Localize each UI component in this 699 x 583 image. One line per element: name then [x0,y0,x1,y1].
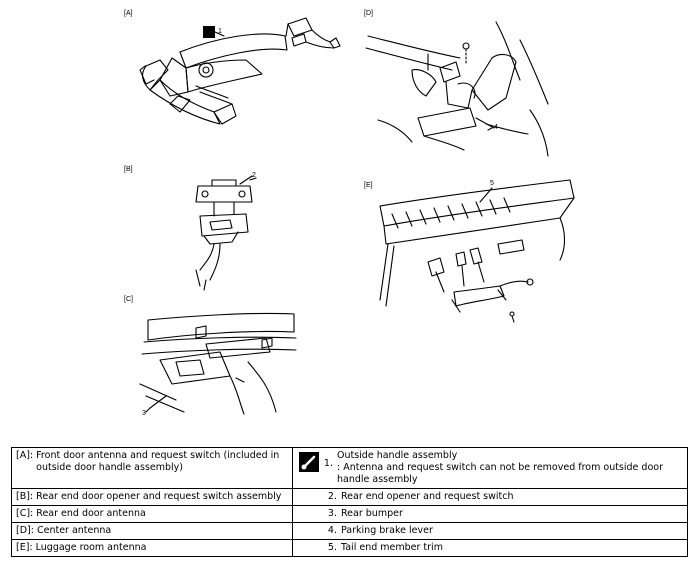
legend-right-cell: 1. Outside handle assembly : Antenna and… [292,447,688,489]
outside-handle-icon-figure [203,26,215,38]
panel-label-a: [A] [124,10,133,17]
outside-handle-icon-glyph [299,452,319,472]
legend-part-name: Outside handle assembly : Antenna and re… [337,450,663,485]
legend-description: Rear end door antenna [36,508,146,519]
center-antenna-drawing [365,21,549,157]
illustration-area: [A] [D] [B] [E] [C] 1 2 3 4 5 [124,10,575,417]
panel-label-e: [E] [364,182,373,189]
callout-4: 4 [494,124,498,131]
legend-key: [B]: [16,491,34,502]
legend-key: [E]: [16,542,33,553]
legend-description: Center antenna [36,525,112,536]
callout-2: 2 [252,172,256,179]
door-handle-drawing [139,17,341,125]
legend-description: Luggage room antenna [35,542,147,553]
legend-left-cell: [C]: Rear end door antenna [11,505,293,523]
legend-description: Rear end door opener and request switch … [36,491,282,502]
legend-left-cell: [E]: Luggage room antenna [11,539,293,557]
outside-handle-icon: 1. [297,450,337,480]
callout-5: 5 [490,180,494,187]
panel-label-d: [D] [364,10,373,17]
legend-row: [E]: Luggage room antenna 5. Tail end me… [11,539,688,557]
legend-left-cell: [A]: Front door antenna and request swit… [11,447,293,489]
legend-part-name: Rear end opener and request switch [341,491,514,502]
legend-right-cell: 5. Tail end member trim [292,539,688,557]
legend-key: [D]: [16,525,34,536]
legend-row: [D]: Center antenna 4. Parking brake lev… [11,522,688,540]
legend-part-name: Tail end member trim [341,542,443,553]
legend-row: [B]: Rear end door opener and request sw… [11,488,688,506]
legend-number: 2. [327,491,337,502]
legend-part-name: Rear bumper [341,508,403,519]
legend-right-cell: 4. Parking brake lever [292,522,688,540]
legend-row: [C]: Rear end door antenna 3. Rear bumpe… [11,505,688,523]
tail-trim-drawing [379,179,575,323]
legend-description: Front door antenna and request switch (i… [36,450,280,473]
legend-key: [A]: [16,450,34,461]
legend-right-cell: 3. Rear bumper [292,505,688,523]
legend-number: 5. [327,542,337,553]
parts-illustration [139,17,575,415]
legend-right-cell: 2. Rear end opener and request switch [292,488,688,506]
callout-1: 1 [218,28,222,35]
rear-opener-drawing [195,175,253,291]
panel-label-b: [B] [124,166,133,173]
legend-left-cell: [B]: Rear end door opener and request sw… [11,488,293,506]
legend-number: 4. [327,525,337,536]
legend-row: [A]: Front door antenna and request swit… [11,447,688,489]
rear-bumper-drawing [139,312,297,415]
legend-key: [C]: [16,508,34,519]
legend-left-cell: [D]: Center antenna [11,522,293,540]
legend-number: 1. [323,458,333,469]
legend-table: [A]: Front door antenna and request swit… [11,447,688,557]
legend-part-name: Parking brake lever [341,525,433,536]
panel-label-c: [C] [124,296,133,303]
callout-3: 3 [142,410,146,417]
legend-number: 3. [327,508,337,519]
